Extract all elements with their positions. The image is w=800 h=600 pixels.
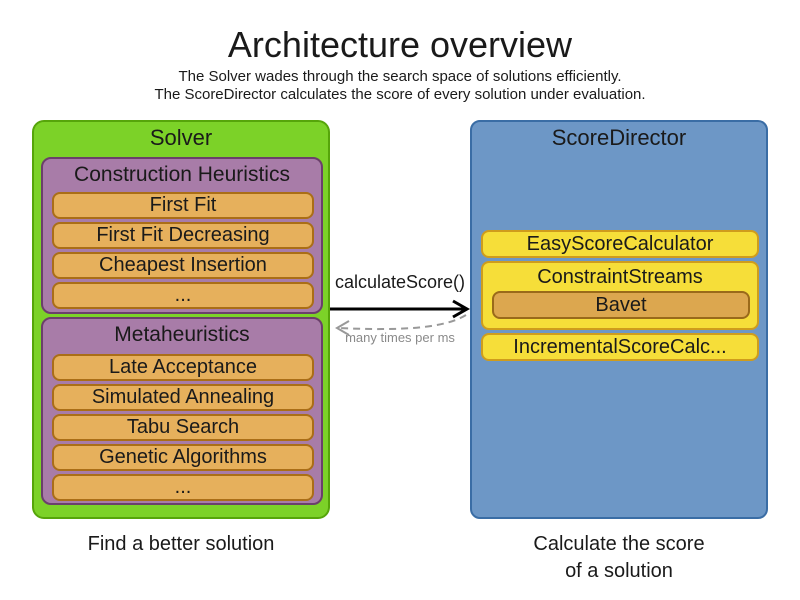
page-title: Architecture overview	[227, 24, 573, 65]
frequency-label: many times per ms	[345, 330, 455, 345]
construction-heuristics-group: Construction Heuristics First Fit First …	[41, 157, 323, 314]
algorithm-item-cheapest-insertion: Cheapest Insertion	[52, 252, 314, 279]
calculator-item-easy-score-calculator: EasyScoreCalculator	[481, 230, 759, 258]
left-arrowhead-icon	[335, 320, 350, 336]
page-subtitle: The Solver wades through the search spac…	[0, 68, 800, 103]
subtitle-line-2: The ScoreDirector calculates the score o…	[154, 85, 646, 103]
dashed-return-arrow	[335, 314, 467, 336]
algorithm-item-first-fit-decreasing: First Fit Decreasing	[52, 222, 314, 249]
algorithm-item-ellipsis: ...	[52, 474, 314, 501]
calculator-item-incremental-score-calc: IncrementalScoreCalc...	[481, 333, 759, 361]
algorithm-item-genetic-algorithms: Genetic Algorithms	[52, 444, 314, 471]
score-director-caption-line-2: of a solution	[565, 560, 673, 582]
algorithm-item-simulated-annealing: Simulated Annealing	[52, 384, 314, 411]
subtitle-line-1: The Solver wades through the search spac…	[178, 68, 622, 85]
algorithm-item-late-acceptance: Late Acceptance	[52, 354, 314, 381]
calculate-score-label: calculateScore()	[334, 272, 466, 292]
construction-heuristics-label: Construction Heuristics	[74, 163, 290, 186]
calculator-item-constraint-streams: ConstraintStreams Bavet	[481, 261, 759, 330]
right-arrowhead-icon	[452, 299, 471, 319]
metaheuristics-label: Metaheuristics	[114, 323, 250, 346]
solver-panel: Solver Construction Heuristics First Fit…	[32, 120, 330, 519]
algorithm-item-ellipsis: ...	[52, 282, 314, 309]
metaheuristics-group: Metaheuristics Late Acceptance Simulated…	[41, 317, 323, 505]
interaction-arrows	[330, 299, 471, 336]
solver-label: Solver	[149, 125, 213, 150]
calculate-score-arrow	[330, 299, 471, 319]
score-director-label: ScoreDirector	[551, 125, 687, 150]
score-director-panel: ScoreDirector EasyScoreCalculator Constr…	[470, 120, 768, 519]
solver-caption: Find a better solution	[87, 533, 275, 555]
algorithm-item-first-fit: First Fit	[52, 192, 314, 219]
bavet-item: Bavet	[492, 291, 750, 319]
algorithm-item-tabu-search: Tabu Search	[52, 414, 314, 441]
score-director-caption-line-1: Calculate the score	[533, 533, 705, 555]
score-director-caption: Calculate the score of a solution	[470, 531, 768, 585]
constraint-streams-label: ConstraintStreams	[537, 266, 703, 288]
